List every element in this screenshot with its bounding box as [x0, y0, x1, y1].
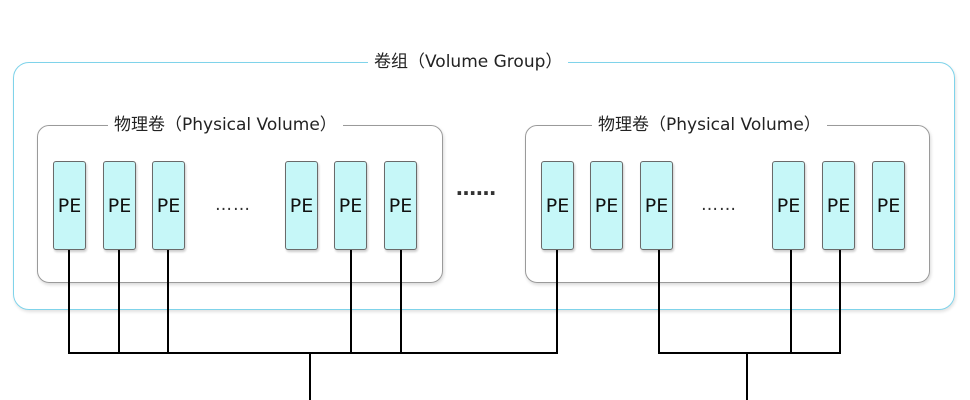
physical-extent: PE [772, 161, 805, 250]
physical-extent: PE [872, 161, 905, 250]
physical-extent: PE [384, 161, 417, 250]
physical-extent: PE [640, 161, 673, 250]
physical-extent: PE [152, 161, 185, 250]
volume-group-label: 卷组（Volume Group） [368, 51, 569, 73]
physical-extent: PE [285, 161, 318, 250]
physical-volume-label-right: 物理卷（Physical Volume） [592, 114, 827, 136]
physical-extent: PE [334, 161, 367, 250]
extent-ellipsis-right: …… [701, 195, 737, 215]
volume-ellipsis: …… [456, 176, 496, 200]
extent-ellipsis-left: …… [215, 195, 251, 215]
physical-extent: PE [103, 161, 136, 250]
physical-volume-label-left: 物理卷（Physical Volume） [108, 114, 343, 136]
physical-extent: PE [822, 161, 855, 250]
physical-extent: PE [541, 161, 574, 250]
physical-extent: PE [53, 161, 86, 250]
physical-extent: PE [590, 161, 623, 250]
